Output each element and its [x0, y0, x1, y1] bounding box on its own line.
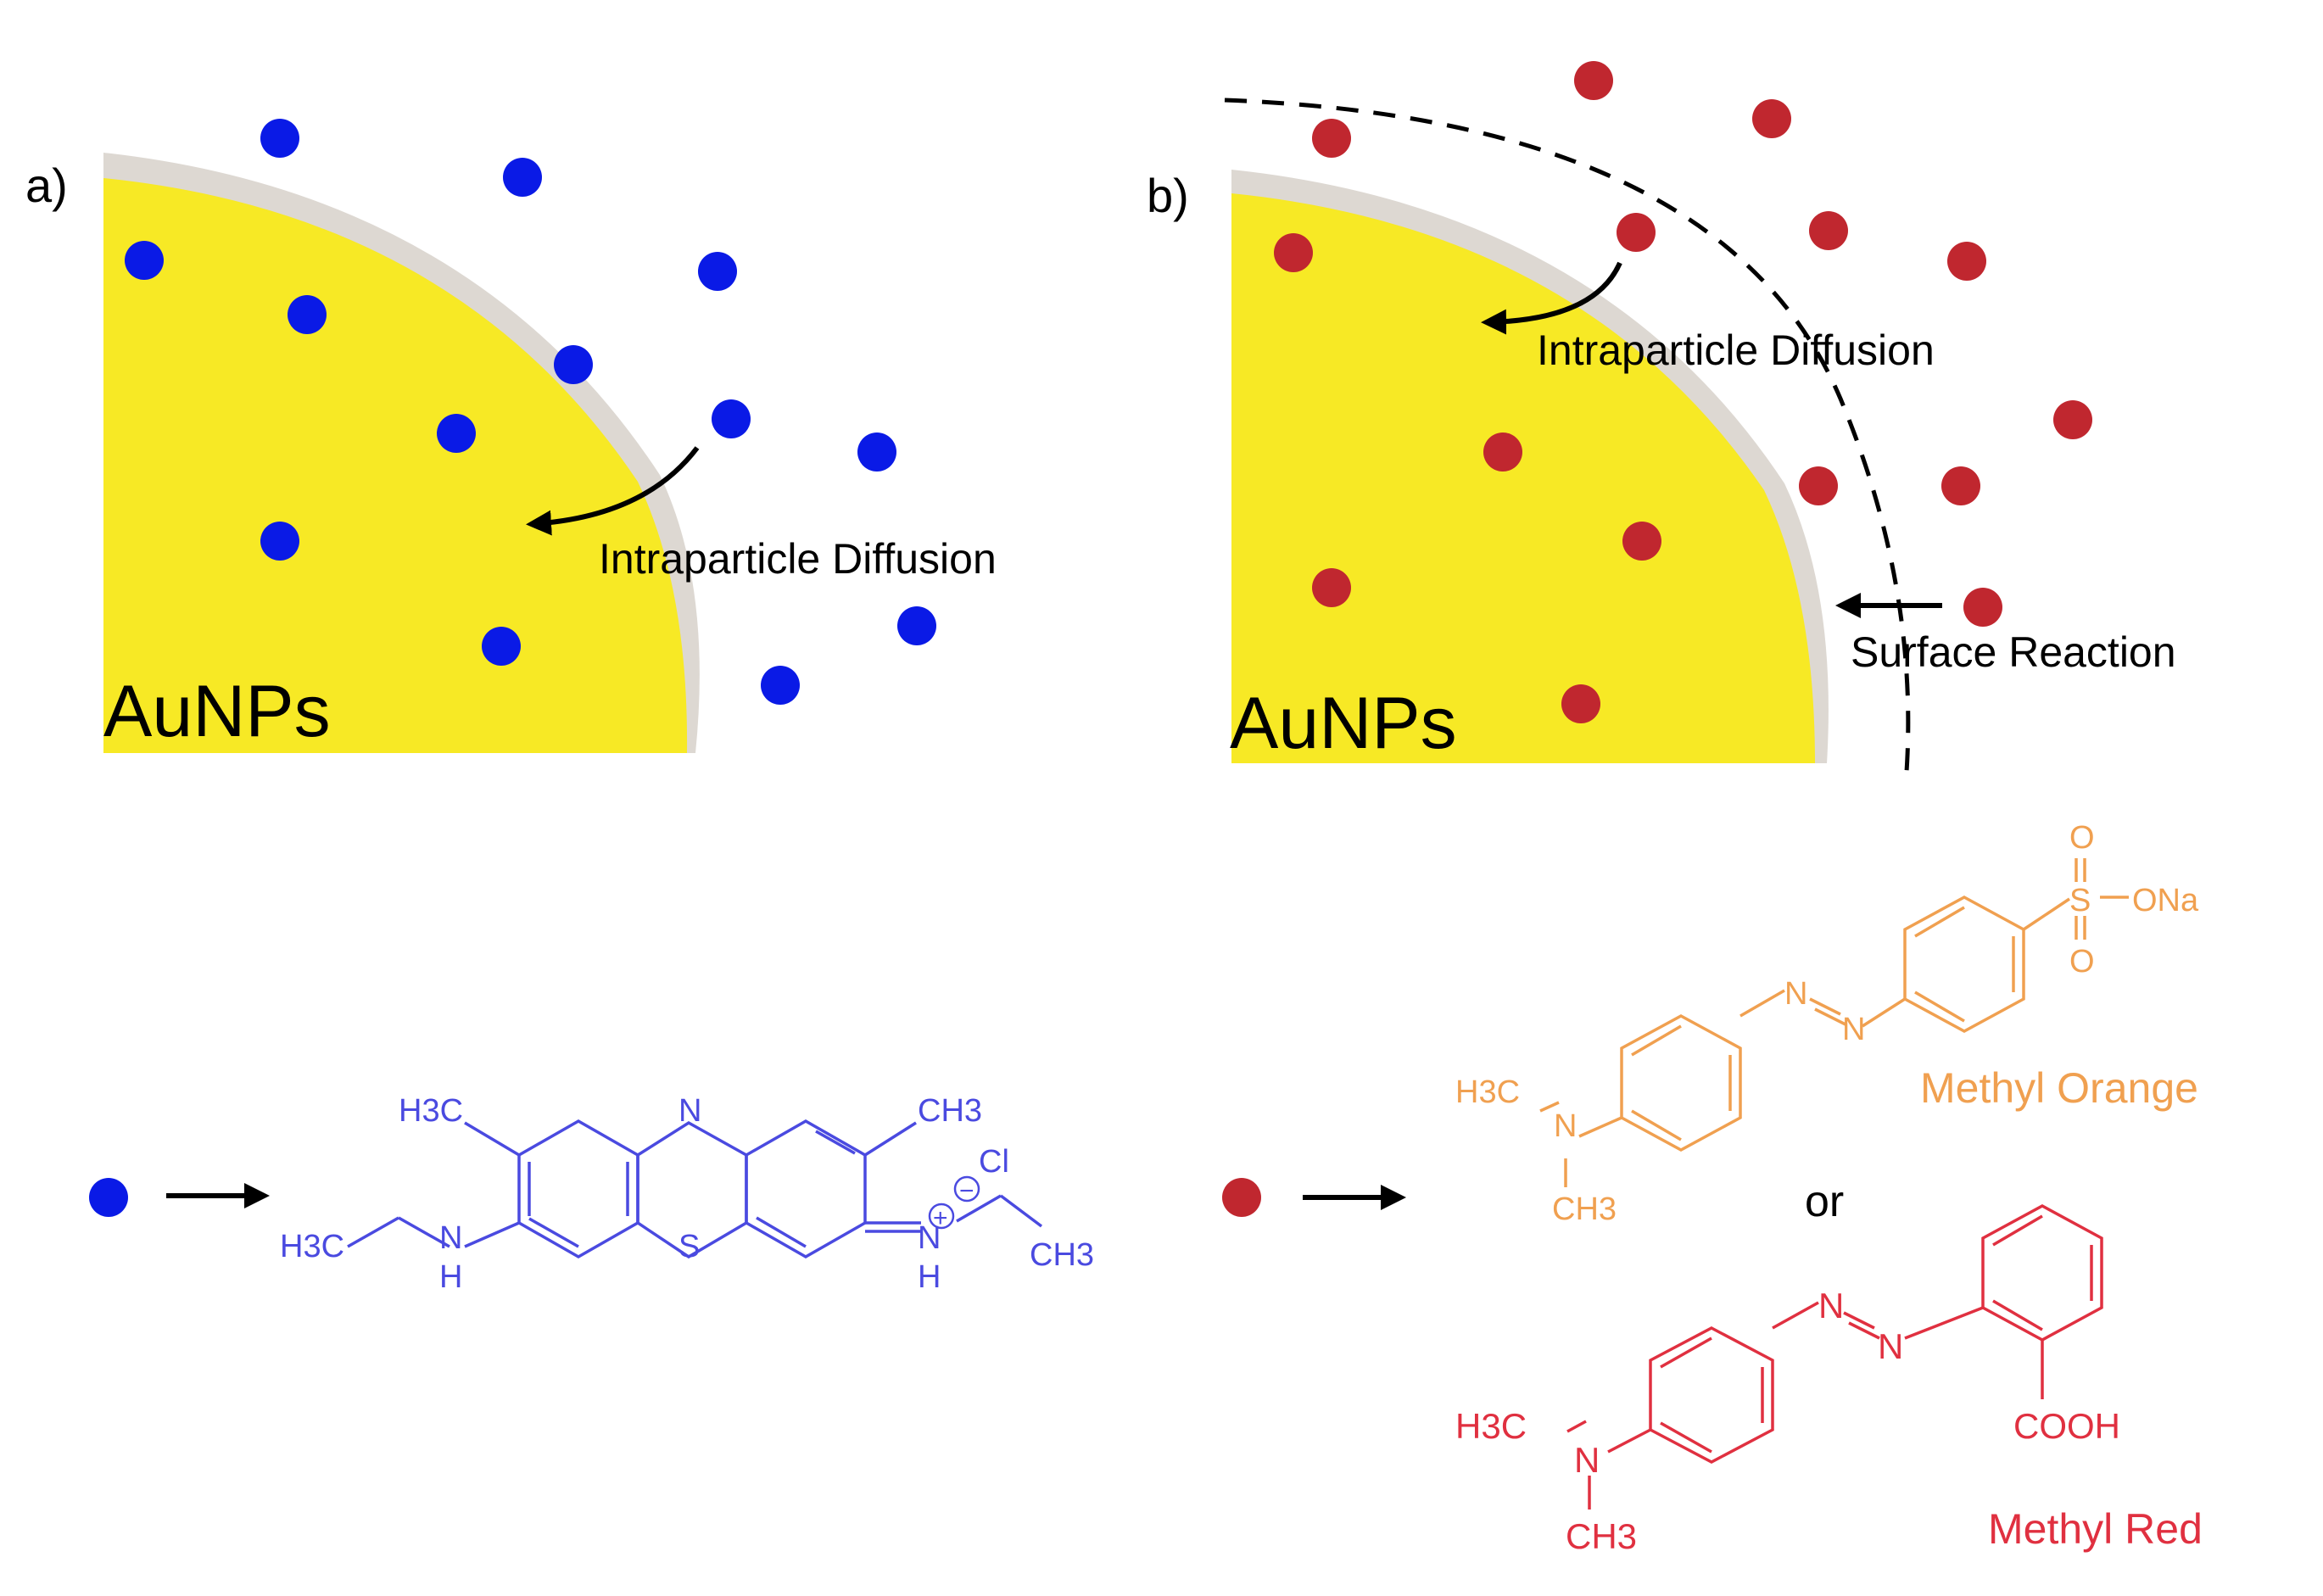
mr-n1: N — [1818, 1286, 1844, 1325]
blue-dot — [698, 252, 737, 291]
methyl-red-labels: N N N H3C CH3 COOH Methyl Red — [1455, 1286, 2203, 1556]
panel-a-diffusion-arrow — [526, 446, 700, 536]
legend-blue-dot — [89, 1178, 128, 1217]
mb-h3c-left: H3C — [280, 1229, 344, 1264]
panel-b-red-particles — [1274, 61, 2092, 723]
methyl-red-name: Methyl Red — [1988, 1505, 2203, 1553]
mb-ch3-top: CH3 — [918, 1093, 982, 1129]
mo-n2: N — [1842, 1012, 1865, 1047]
blue-dot — [288, 295, 327, 334]
legend-methylene-blue: H3C CH3 N S H3C N H N H CH3 Cl − + — [89, 1093, 1094, 1295]
red-dot — [1574, 61, 1613, 100]
mb-ring-n: N — [678, 1093, 701, 1129]
mo-o-bottom: O — [2069, 944, 2095, 979]
red-dot — [1799, 466, 1838, 505]
mb-h3c-top: H3C — [399, 1093, 463, 1129]
panel-b-surface-label: Surface Reaction — [1851, 628, 2176, 676]
mo-n1: N — [1784, 976, 1807, 1012]
methylene-blue-labels: H3C CH3 N S H3C N H N H CH3 Cl − + — [280, 1093, 1094, 1295]
red-dot — [1941, 466, 1980, 505]
red-dot — [1561, 684, 1600, 723]
methyl-orange-labels: O S ONa O N N N H3C CH3 Methyl Orange — [1455, 820, 2199, 1227]
red-dot — [1617, 213, 1656, 252]
mr-ch3: CH3 — [1566, 1516, 1637, 1556]
panel-b: b) AuNPs Intraparticle Diffusion S — [1147, 61, 2176, 773]
red-dot — [1752, 99, 1791, 138]
blue-dot — [761, 666, 800, 705]
red-dot — [1809, 211, 1848, 250]
mb-plus-charge — [928, 1203, 955, 1230]
blue-dot — [260, 522, 299, 561]
red-dot — [1274, 233, 1313, 272]
panel-b-gold-particle — [1231, 193, 1815, 763]
mb-cl: Cl — [979, 1144, 1009, 1180]
blue-dot — [437, 414, 476, 453]
blue-dot — [260, 119, 299, 158]
mo-o-top: O — [2069, 820, 2095, 856]
blue-dot — [125, 241, 164, 280]
red-dot — [1312, 568, 1351, 607]
panel-b-label: b) — [1147, 169, 1189, 222]
blue-dot — [482, 627, 521, 666]
blue-dot — [857, 432, 896, 472]
mo-n-amine: N — [1554, 1108, 1577, 1144]
panel-a-particle-label: AuNPs — [103, 671, 331, 752]
blue-dot — [554, 345, 593, 384]
blue-dot — [712, 399, 751, 438]
panel-b-particle-label: AuNPs — [1230, 683, 1457, 764]
legend-or-connector: or — [1805, 1177, 1844, 1226]
mb-imine-h: H — [918, 1259, 941, 1295]
methyl-orange-name: Methyl Orange — [1920, 1064, 2198, 1112]
red-dot — [1947, 242, 1986, 281]
methyl-orange-structure — [1539, 858, 2129, 1187]
mr-n2: N — [1878, 1326, 1903, 1366]
mb-minus: − — [959, 1177, 974, 1205]
mb-plus: + — [933, 1204, 948, 1232]
red-dot — [1483, 432, 1522, 472]
panel-a-label: a) — [25, 159, 68, 212]
mo-ch3: CH3 — [1552, 1191, 1617, 1227]
panel-a-diffusion-label: Intraparticle Diffusion — [599, 535, 997, 583]
legend-red-dot — [1222, 1178, 1261, 1217]
blue-dot — [897, 606, 936, 645]
blue-dot — [503, 158, 542, 197]
panel-b-diffusion-arrow — [1481, 261, 1622, 335]
mr-n-amine: N — [1574, 1440, 1600, 1480]
panel-a: a) AuNPs Intraparticle Diffusion — [25, 119, 997, 753]
red-dot — [2053, 400, 2092, 439]
panel-a-gold-particle — [103, 178, 688, 753]
mr-h3c: H3C — [1455, 1406, 1527, 1446]
methylene-blue-structure — [347, 1119, 1043, 1259]
mo-s: S — [2069, 883, 2091, 918]
mb-ch3-right: CH3 — [1030, 1237, 1094, 1273]
panel-a-blue-particles — [125, 119, 936, 705]
red-dot — [1622, 522, 1661, 561]
mo-ona: ONa — [2132, 883, 2199, 918]
mo-h3c: H3C — [1455, 1074, 1520, 1110]
mb-minus-charge — [953, 1175, 980, 1203]
mb-nh-h: H — [439, 1259, 462, 1295]
mb-nh-n: N — [439, 1220, 462, 1256]
legend-red: O S ONa O N N N H3C CH3 Methyl Orange or — [1222, 820, 2203, 1556]
mr-cooh: COOH — [2013, 1406, 2120, 1446]
mb-ring-s: S — [678, 1229, 700, 1264]
panel-b-diffusion-label: Intraparticle Diffusion — [1537, 326, 1935, 374]
red-dot — [1963, 588, 2002, 627]
red-dot — [1312, 119, 1351, 158]
methyl-red-structure — [1566, 1204, 2103, 1510]
